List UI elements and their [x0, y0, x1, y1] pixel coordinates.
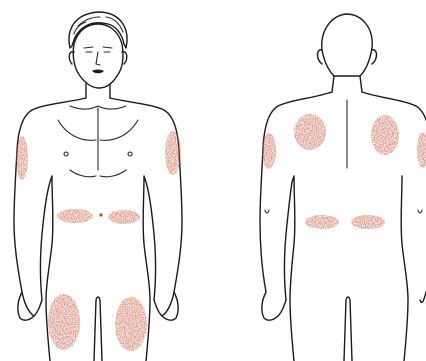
back-hand-left — [262, 292, 286, 320]
front-view — [14, 12, 182, 361]
front-navel — [99, 213, 102, 216]
front-hand-right — [154, 292, 178, 320]
front-head — [73, 24, 123, 88]
front-eyebrows — [84, 47, 112, 48]
front-pectorals — [58, 108, 138, 170]
front-hand-left — [18, 292, 42, 320]
front-site-right-thigh — [115, 297, 147, 351]
front-nose — [96, 52, 100, 65]
front-site-abdomen-right — [108, 210, 140, 224]
front-inner-legs — [94, 297, 102, 361]
front-mouth — [92, 70, 104, 74]
front-site-left-thigh — [48, 294, 80, 350]
front-site-left-upper-arm — [16, 136, 28, 180]
back-neck — [332, 76, 362, 92]
front-site-right-upper-arm — [165, 131, 181, 175]
back-view — [260, 14, 426, 361]
front-ribs — [70, 170, 126, 177]
back-site-left-upper-arm — [262, 133, 276, 169]
back-site-lower-back-right — [351, 215, 385, 229]
back-hand-right — [420, 292, 426, 302]
back-head — [322, 14, 372, 76]
back-site-left-shoulder-blade — [294, 114, 326, 150]
back-ear-right — [372, 50, 377, 64]
back-site-right-upper-arm — [417, 132, 426, 168]
back-body-outline — [260, 92, 426, 361]
front-site-abdomen-left — [57, 209, 93, 223]
back-ear-left — [318, 50, 323, 64]
back-site-lower-back-left — [305, 215, 339, 229]
back-site-right-shoulder-blade — [371, 115, 399, 155]
back-inner-legs — [344, 297, 352, 361]
